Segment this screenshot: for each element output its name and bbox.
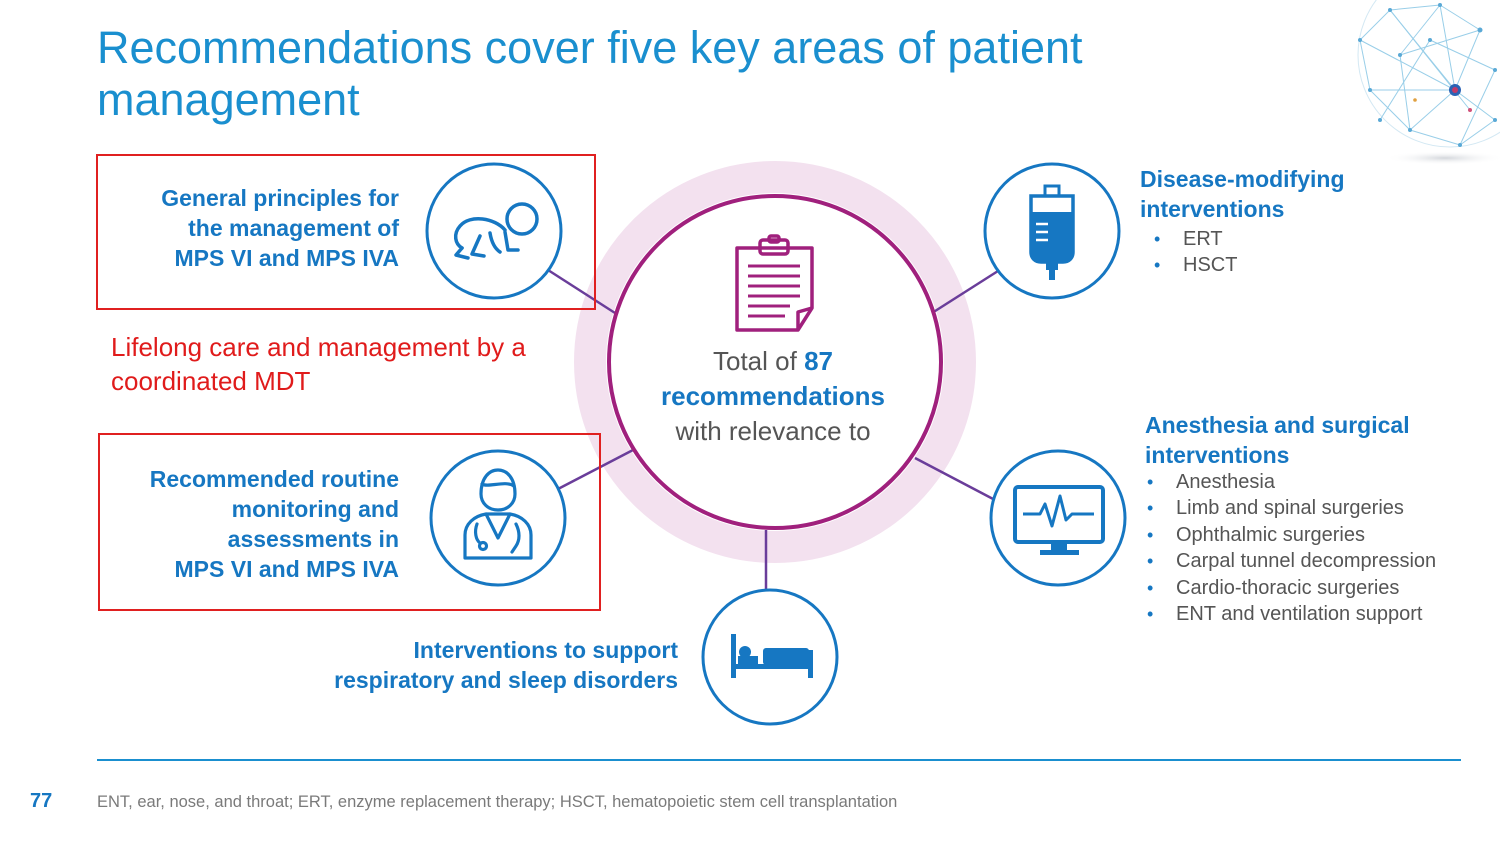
disease-modifying-bullets: ERT HSCT: [1152, 226, 1237, 279]
heart-monitor-icon: [1013, 485, 1105, 555]
list-item: ENT and ventilation support: [1145, 601, 1436, 628]
anesthesia-line-1: Anesthesia and surgical: [1145, 412, 1410, 438]
slide-title: Recommendations cover five key areas of …: [97, 22, 1083, 125]
monitoring-line-4: MPS VI and MPS IVA: [174, 556, 400, 582]
anesthesia-circle: [989, 449, 1127, 587]
highlight-box-general: [96, 154, 596, 310]
highlight-box-monitoring: [98, 433, 601, 611]
disease-modifying-line-1: Disease-modifying: [1140, 166, 1345, 192]
general-line-2: the management of: [188, 215, 399, 241]
anesthesia-line-2: interventions: [1145, 442, 1290, 468]
list-item: Ophthalmic surgeries: [1145, 522, 1436, 549]
center-line-2: recommendations: [661, 381, 885, 411]
center-circle: [607, 194, 943, 530]
center-line-3: with relevance to: [675, 416, 871, 446]
general-principles-label: General principles for the management of…: [100, 183, 399, 273]
clipboard-icon: [735, 234, 814, 332]
list-item: Anesthesia: [1145, 469, 1436, 496]
disease-modifying-line-2: interventions: [1140, 196, 1285, 222]
footer-divider: [97, 759, 1461, 761]
anesthesia-label: Anesthesia and surgical interventions: [1145, 410, 1490, 470]
anesthesia-bullets: Anesthesia Limb and spinal surgeries Oph…: [1145, 469, 1436, 628]
footnote: ENT, ear, nose, and throat; ERT, enzyme …: [97, 793, 898, 811]
list-item: HSCT: [1152, 252, 1237, 279]
monitoring-line-2: monitoring and: [231, 496, 399, 522]
list-item: ERT: [1152, 226, 1237, 253]
respiratory-line-2: respiratory and sleep disorders: [334, 667, 678, 693]
monitoring-label: Recommended routine monitoring and asses…: [100, 464, 399, 584]
center-halo: [574, 161, 976, 563]
iv-bag-icon: [1029, 184, 1075, 280]
disease-modifying-label: Disease-modifying interventions: [1140, 164, 1480, 224]
list-item: Cardio-thoracic surgeries: [1145, 575, 1436, 602]
monitoring-line-1: Recommended routine: [149, 466, 399, 492]
doctor-icon: [463, 468, 533, 560]
mdt-note: Lifelong care and management by a coordi…: [111, 332, 526, 396]
respiratory-label: Interventions to support respiratory and…: [280, 635, 678, 695]
connectors: [547, 268, 999, 590]
list-item: Limb and spinal surgeries: [1145, 495, 1436, 522]
network-globe-icon: [1357, 0, 1500, 165]
general-line-3: MPS VI and MPS IVA: [174, 245, 400, 271]
center-prefix: Total of: [713, 346, 805, 376]
crawling-baby-icon: [453, 202, 539, 260]
recommendation-count: 87: [804, 346, 833, 376]
respiratory-line-1: Interventions to support: [413, 637, 679, 663]
hospital-bed-icon: [731, 634, 813, 678]
page-number: 77: [30, 790, 53, 812]
monitoring-line-3: assessments in: [227, 526, 399, 552]
general-circle: [425, 162, 563, 300]
list-item: Carpal tunnel decompression: [1145, 548, 1436, 575]
general-line-1: General principles for: [161, 185, 399, 211]
center-summary: Total of 87 recommendations with relevan…: [620, 344, 926, 449]
